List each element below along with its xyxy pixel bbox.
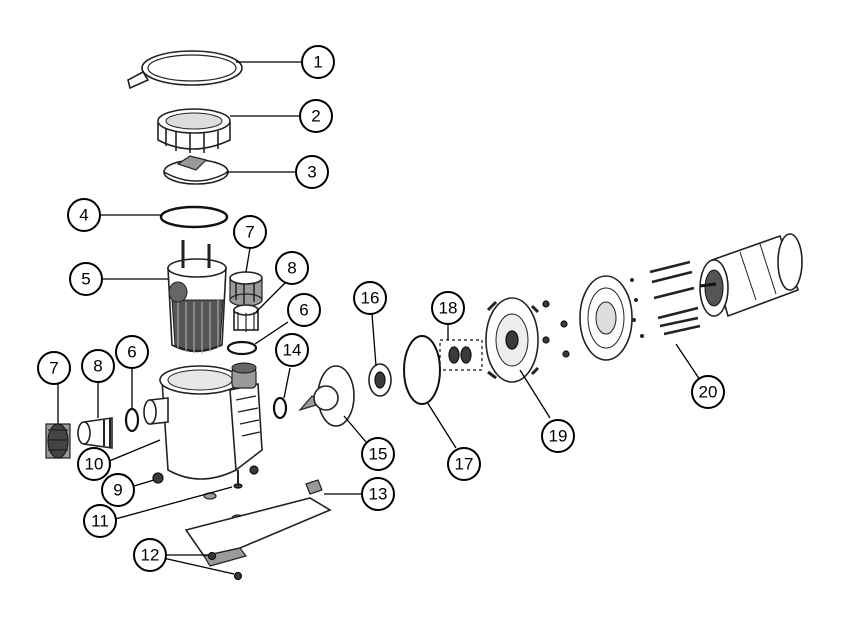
part-union-o-ring-left [124, 407, 140, 433]
callout-17: 17 [447, 447, 481, 481]
svg-text:16: 16 [361, 289, 380, 308]
callout-16: 16 [353, 281, 387, 315]
svg-text:20: 20 [699, 383, 718, 402]
svg-text:15: 15 [369, 445, 388, 464]
part-motor-bolts [630, 260, 701, 338]
svg-text:3: 3 [307, 163, 316, 182]
callout-13: 13 [361, 477, 395, 511]
part-union-o-ring-upper [226, 340, 258, 356]
svg-text:6: 6 [127, 343, 136, 362]
part-union-tail-upper [233, 304, 259, 332]
svg-text:18: 18 [439, 299, 458, 318]
svg-text:17: 17 [455, 455, 474, 474]
part-seal-plate-bolts [542, 300, 570, 358]
svg-text:12: 12 [141, 546, 160, 565]
callout-6-left: 6 [115, 335, 149, 369]
part-union-nut-left [45, 423, 71, 459]
callout-9: 9 [101, 473, 135, 507]
svg-text:6: 6 [299, 301, 308, 320]
part-motor-adapter [579, 275, 633, 361]
svg-text:8: 8 [93, 357, 102, 376]
callout-11: 11 [83, 504, 117, 538]
callout-6-upper: 6 [287, 293, 321, 327]
svg-text:2: 2 [311, 107, 320, 126]
callout-7-left: 7 [37, 351, 71, 385]
svg-text:5: 5 [81, 270, 90, 289]
callout-18: 18 [431, 291, 465, 325]
part-diffuser-o-ring [272, 396, 288, 420]
callout-5: 5 [69, 262, 103, 296]
part-union-nut-upper [229, 271, 263, 307]
svg-text:8: 8 [287, 259, 296, 278]
callout-15: 15 [361, 437, 395, 471]
svg-text:7: 7 [49, 359, 58, 378]
callout-2: 2 [299, 99, 333, 133]
svg-text:13: 13 [369, 485, 388, 504]
callout-1: 1 [301, 45, 335, 79]
callout-3: 3 [295, 155, 329, 189]
part-lock-ring [157, 108, 231, 153]
part-lid-wrench [127, 50, 243, 90]
part-drain-plug [152, 465, 259, 484]
svg-text:14: 14 [283, 341, 302, 360]
part-union-tail-left [77, 417, 113, 449]
svg-text:11: 11 [91, 512, 109, 531]
svg-text:10: 10 [85, 455, 104, 474]
callout-14: 14 [275, 333, 309, 367]
callout-7-upper: 7 [233, 215, 267, 249]
part-seal-plate [485, 297, 540, 383]
part-diffuser [298, 365, 355, 427]
part-base [184, 479, 332, 567]
callout-4: 4 [67, 198, 101, 232]
part-strainer-basket [167, 240, 227, 354]
callout-8-left: 8 [81, 349, 115, 383]
callout-12: 12 [133, 538, 167, 572]
svg-text:7: 7 [245, 223, 254, 242]
svg-text:1: 1 [313, 53, 322, 72]
callout-19: 19 [541, 419, 575, 453]
part-impeller [368, 363, 392, 397]
svg-text:4: 4 [79, 206, 88, 225]
callout-20: 20 [691, 375, 725, 409]
part-shaft-seal [439, 339, 483, 371]
svg-text:19: 19 [549, 427, 568, 446]
callout-10: 10 [77, 447, 111, 481]
part-pump-housing [143, 362, 263, 480]
part-base-nuts [207, 551, 243, 581]
callout-8-upper: 8 [275, 251, 309, 285]
part-lid [163, 155, 229, 185]
svg-text:9: 9 [113, 481, 122, 500]
part-motor [699, 233, 803, 318]
part-seal-plate-o-ring [403, 335, 441, 405]
part-lid-o-ring [159, 205, 229, 229]
leader-lines [57, 61, 701, 575]
